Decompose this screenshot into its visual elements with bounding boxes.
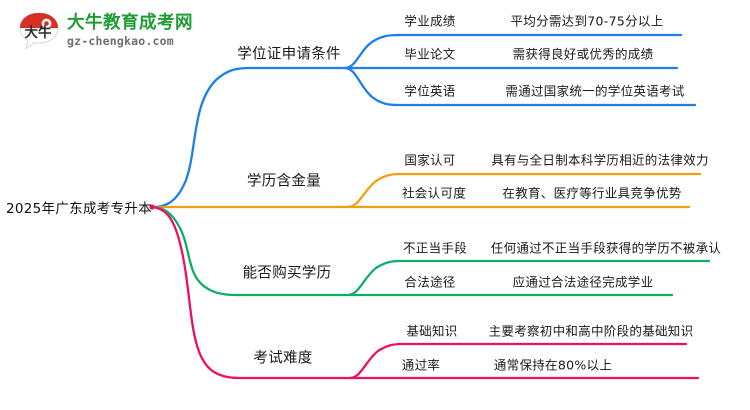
- node-detail-2-2: 在教育、医疗等行业具竞争优势: [502, 185, 682, 201]
- branch-4-edges: [150, 205, 700, 380]
- node-label-1-2: 毕业论文: [404, 46, 456, 62]
- node-detail-4-2: 通常保持在80%以上: [493, 357, 613, 373]
- speech-bubble-logo-icon: 大牛: [18, 11, 60, 51]
- node-detail-3-1: 任何通过不正当手段获得的学历不被承认: [490, 240, 722, 256]
- node-detail-3-2: 应通过合法途径完成学业: [512, 274, 654, 290]
- node-detail-1-1: 平均分需达到70-75分以上: [510, 13, 664, 29]
- node-label-4-1: 基础知识: [406, 323, 458, 339]
- node-label-1-1: 学业成绩: [404, 13, 456, 29]
- site-url: gz-chengkao.com: [67, 33, 174, 48]
- branch-3-edges: [150, 205, 711, 297]
- node-label-2-2: 社会认可度: [401, 185, 467, 201]
- node-detail-1-3: 需通过国家统一的学位英语考试: [505, 83, 685, 99]
- logo-mark-text: 大牛: [25, 24, 52, 41]
- node-label-1-3: 学位英语: [404, 83, 456, 99]
- node-label-3-1: 不正当手段: [402, 240, 468, 256]
- branch-label-2: 学历含金量: [247, 173, 321, 190]
- node-label-3-2: 合法途径: [404, 274, 456, 290]
- node-label-4-2: 通过率: [401, 357, 441, 373]
- branch-label-3: 能否购买学历: [242, 265, 332, 282]
- branch-label-4: 考试难度: [253, 350, 313, 367]
- root-junction-dot: [149, 204, 155, 210]
- node-label-2-1: 国家认可: [404, 152, 456, 168]
- root-label: 2025年广东成考专升本: [6, 201, 152, 217]
- node-detail-2-1: 具有与全日制本科学历相近的法律效力: [491, 152, 709, 168]
- node-detail-4-1: 主要考察初中和高中阶段的基础知识: [488, 323, 694, 339]
- site-name: 大牛教育成考网: [67, 13, 193, 33]
- branch-label-1: 学位证申请条件: [237, 46, 341, 63]
- branch-2-edges: [150, 172, 702, 209]
- node-detail-1-2: 需获得良好或优秀的成绩: [512, 46, 654, 62]
- site-logo: 大牛 大牛教育成考网 gz-chengkao.com: [18, 11, 193, 51]
- branch-1-edges: [150, 33, 697, 209]
